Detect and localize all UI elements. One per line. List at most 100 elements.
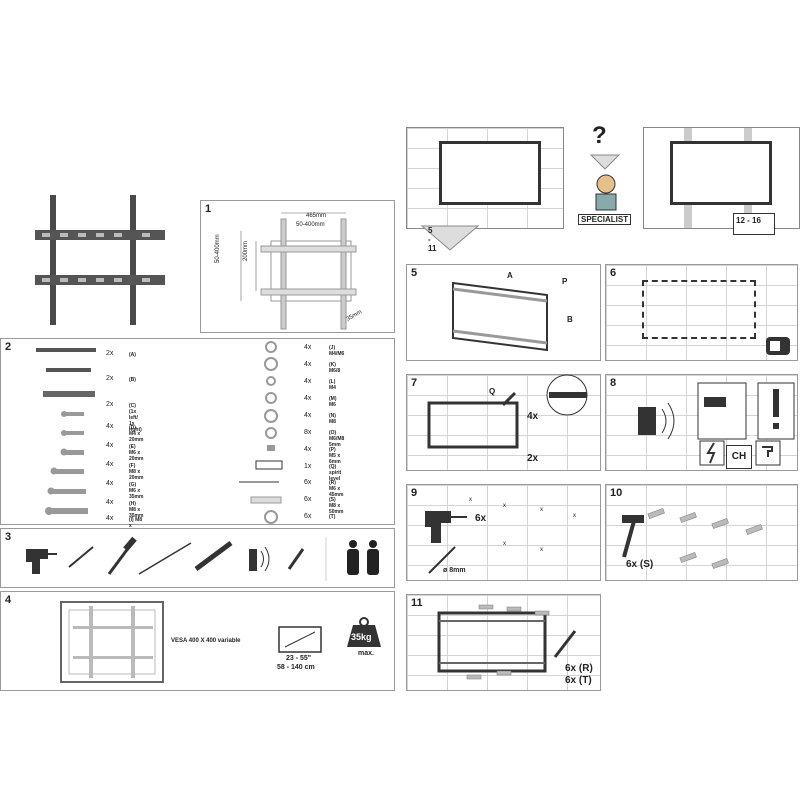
label-b: B <box>567 315 573 324</box>
part-qty: 4x <box>106 515 114 522</box>
part-qty: 6x <box>304 479 312 486</box>
screen-size-cm: 58 - 140 cm <box>277 664 315 671</box>
goto-steps-b: 12 - 16 <box>733 213 775 235</box>
part-label: (P) M5 x 6mm <box>329 447 341 465</box>
part-label: (B) <box>129 377 136 383</box>
vesa-label: VESA 400 X 400 variable <box>171 638 241 644</box>
mark-x: x <box>573 513 576 519</box>
drill-icon <box>26 549 57 574</box>
screwdriver-icon <box>553 630 577 658</box>
part-label: (J) M4/M6 <box>329 345 345 357</box>
tape-measure-icon <box>766 337 790 355</box>
step-number: 6 <box>610 267 617 279</box>
part-qty: 4x <box>304 361 312 368</box>
brick-wall-illustration <box>406 127 564 229</box>
two-persons-icon <box>347 540 379 575</box>
part-label: (O) M6/M8 5mm <box>329 430 345 448</box>
drywall-illustration <box>643 127 800 229</box>
part-qty: 2x <box>106 401 114 408</box>
part-label: (M) M6 <box>329 396 337 408</box>
panel-dimensions: 1 465mm 50-400mm 50-400mm 200mm 35mm <box>200 200 395 333</box>
step-number: 9 <box>411 487 418 499</box>
part-qty: 4x <box>304 344 312 351</box>
mark-x: x <box>540 547 543 553</box>
panel-step-5: 5 A P B <box>406 264 601 361</box>
warning-exclamation-icon <box>757 382 795 440</box>
max-weight-label: 35kg <box>351 632 372 642</box>
part-qty: 8x <box>304 429 312 436</box>
panel-step-10: 10 6x (S) <box>605 484 798 581</box>
drill-warning-icon <box>697 382 747 440</box>
pencil-icon <box>287 548 305 570</box>
part-label: (H) M8 x 35mm <box>129 501 144 519</box>
part-qty: 4x <box>106 480 114 487</box>
part-qty: 2x <box>106 375 114 382</box>
dim-width-label: 465mm <box>306 213 327 219</box>
label-a: A <box>507 271 513 280</box>
part-label: (F) M8 x 20mm <box>129 463 144 481</box>
label-4x: 4x <box>527 411 539 422</box>
part-qty: 4x <box>304 378 312 385</box>
label-p: P <box>562 277 568 286</box>
drill-bit-icon <box>428 546 456 574</box>
plugs-label: 6x (S) <box>626 559 654 570</box>
water-tap-icon <box>755 440 781 466</box>
part-label: (S) M8 x 50mm <box>329 497 344 515</box>
part-label: (R) M6 x 45mm <box>329 480 344 498</box>
detector-icon <box>638 402 675 440</box>
detector-icon <box>249 546 270 572</box>
panel-step-6: 6 <box>605 264 798 361</box>
panel-step-8: 8 CH <box>605 374 798 471</box>
panel-tools: 3 <box>0 528 395 588</box>
step-number: 5 <box>411 267 418 279</box>
screen-size-inches: 23 - 55" <box>286 655 312 662</box>
part-label: (G) M6 x 35mm <box>129 482 144 500</box>
tools-icons <box>26 536 379 581</box>
part-label: (T) <box>329 514 336 520</box>
tape-measure-icon <box>138 542 192 575</box>
hammer-icon <box>107 536 137 575</box>
step-number: 2 <box>5 341 12 353</box>
part-qty: 4x <box>106 423 114 430</box>
panel-step-9: 9 6x ø 8mm x x x x x x <box>406 484 601 581</box>
step-number: 1 <box>205 203 212 215</box>
part-qty: 4x <box>304 412 312 419</box>
step-number: 3 <box>5 531 12 543</box>
parts-icons <box>36 341 283 524</box>
drill-icon <box>425 511 467 543</box>
drill-bit-icon <box>68 546 94 568</box>
part-label: (K) M6/8 <box>329 362 341 374</box>
question-mark-icon: ? <box>592 122 607 149</box>
part-qty: 2x <box>106 350 114 357</box>
part-label: (E) M6 x 20mm <box>129 444 144 462</box>
step-number: 10 <box>610 487 623 499</box>
part-qty: 4x <box>304 395 312 402</box>
step-number: 4 <box>5 594 12 606</box>
mark-x: x <box>469 497 472 503</box>
part-qty: 4x <box>106 499 114 506</box>
electricity-icon <box>699 440 725 466</box>
step-number: 8 <box>610 377 617 389</box>
panel-parts-list: 2 2x (A) 2x (B) 2x (C) (1x left/ 1x righ… <box>0 338 395 535</box>
part-label: (L) M4 <box>329 379 336 391</box>
specialist-label: SPECIALIST <box>578 214 632 225</box>
part-qty: 4x <box>106 442 114 449</box>
part-label: (Q) spirit level <box>329 464 342 482</box>
label-2x: 2x <box>527 453 539 464</box>
placement-outline <box>642 280 756 339</box>
part-label: (N) M8 <box>329 413 336 425</box>
part-label: (A) <box>129 352 136 358</box>
gas-ch-label: CH <box>726 445 752 469</box>
part-qty: 6x <box>304 496 312 503</box>
part-qty: 6x <box>304 513 312 520</box>
part-label: (C) (1x left/ 1x right) <box>129 403 142 433</box>
part-qty: 1x <box>304 463 312 470</box>
washers-t-label: 6x (T) <box>565 675 592 686</box>
panel-specifications: 4 VESA 400 X 400 variable 23 - 55" 58 - … <box>0 591 395 691</box>
part-qty: 4x <box>304 446 312 453</box>
panel-step-11: 11 6x (R) 6x (T) <box>406 594 601 691</box>
label-q: Q <box>489 387 496 396</box>
dim-range-horizontal-label: 50-400mm <box>296 222 325 228</box>
mark-x: x <box>503 503 506 509</box>
product-mount-illustration <box>30 190 170 330</box>
